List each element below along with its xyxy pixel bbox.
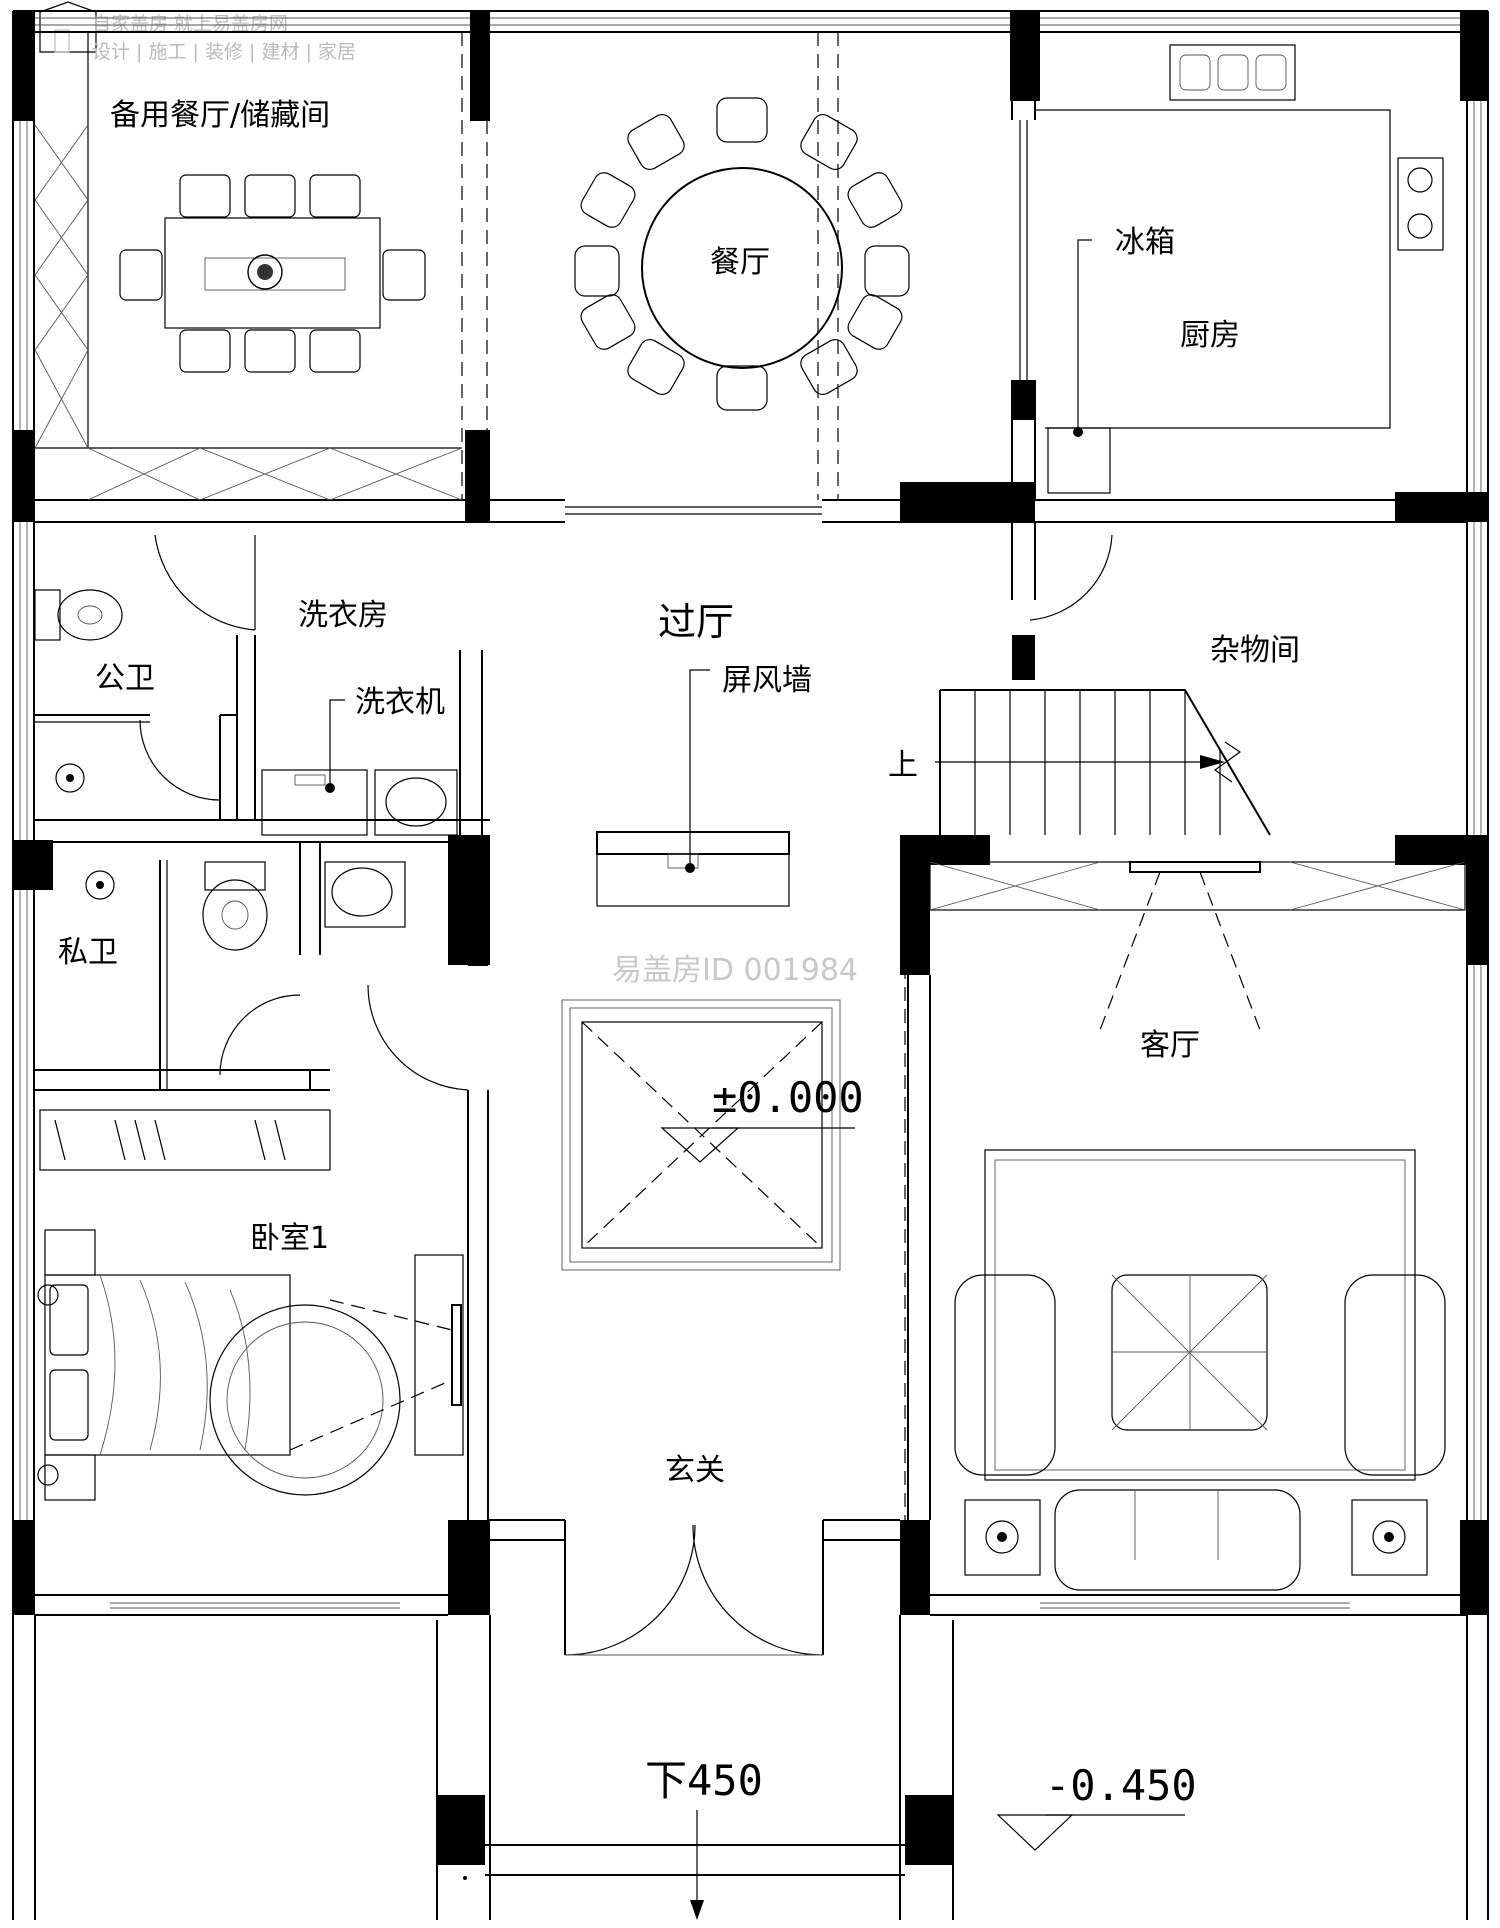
bed: [44, 1274, 291, 1456]
coffee-table: [1111, 1274, 1268, 1431]
tv-cabinet: [414, 1254, 464, 1456]
porch: 下450 -0.450: [463, 1756, 1197, 1920]
room-label-dining: 餐厅: [710, 245, 770, 280]
floor-drain-icon: [55, 763, 85, 793]
room-label-spare-dining: 备用餐厅/储藏间: [110, 98, 330, 133]
room-label-living: 客厅: [1140, 1028, 1200, 1063]
room-label-foyer: 玄关: [665, 1453, 725, 1488]
bedroom-1: 卧室1: [37, 1109, 464, 1501]
washer-label: 洗衣机: [355, 685, 445, 720]
floor-level-label: ±0.000: [712, 1073, 864, 1122]
laundry-room: 洗衣机 洗衣房: [261, 598, 458, 836]
toilet-icon: [202, 879, 268, 951]
logo-line2: 设计 | 施工 | 装修 | 建材 | 家居: [92, 41, 356, 63]
outside-level-label: -0.450: [1045, 1761, 1197, 1810]
stove-icon: [1397, 157, 1444, 251]
lamp-icon: [1372, 1520, 1406, 1554]
room-label-laundry: 洗衣房: [298, 598, 388, 633]
kitchen: 冰箱 厨房: [1035, 44, 1444, 494]
watermark: 易盖房ID 001984: [612, 953, 858, 988]
armchair-left: [954, 1274, 1056, 1476]
fridge-icon: [1047, 427, 1111, 494]
living-room: 客厅: [929, 861, 1466, 1591]
washbasin-icon: [324, 861, 406, 928]
room-label-private-wc: 私卫: [58, 935, 118, 970]
living-rug: [984, 1149, 1416, 1481]
room-label-bedroom: 卧室1: [250, 1221, 329, 1256]
lamp-icon: [985, 1520, 1019, 1554]
wardrobe: [39, 1109, 331, 1171]
hall: 过厅 屏风墙: [154, 534, 1113, 907]
screen-wall: [596, 831, 790, 855]
washing-machine-icon: [261, 769, 368, 836]
laundry-sink-icon: [374, 769, 458, 836]
flower-vase-icon: [247, 254, 283, 290]
logo-line1: 自家盖房 就上易盖房网: [92, 13, 288, 35]
round-rug: [209, 1304, 401, 1496]
fridge-label: 冰箱: [1115, 225, 1175, 260]
armchair-right: [1344, 1274, 1446, 1476]
walls: [12, 10, 1489, 1920]
room-label-kitchen: 厨房: [1180, 318, 1240, 353]
foyer: ±0.000 玄关: [561, 999, 864, 1656]
skylight-void: [581, 1021, 823, 1249]
arrow-down-icon: [690, 1900, 704, 1920]
brand-logo: 自家盖房 就上易盖房网 设计 | 施工 | 装修 | 建材 | 家居: [39, 1, 356, 63]
step-down-label: 下450: [645, 1756, 763, 1805]
stair-up-label: 上: [888, 748, 918, 783]
room-label-storage: 杂物间: [1210, 633, 1300, 668]
private-wc: 私卫: [58, 861, 469, 1091]
stair-arrow-icon: [1200, 755, 1225, 769]
spare-dining-room: 备用餐厅/储藏间: [34, 32, 463, 501]
kitchen-sink-icon: [1169, 44, 1296, 101]
public-wc: 公卫: [34, 589, 221, 801]
toilet-icon: [57, 589, 123, 641]
room-label-public-wc: 公卫: [95, 661, 155, 696]
storage-room: 上 杂物间: [888, 633, 1300, 836]
room-label-hall: 过厅: [658, 600, 734, 644]
dining-chairs: [574, 97, 910, 411]
dining-room: 餐厅: [574, 97, 910, 411]
floor-drain-icon: [85, 870, 115, 900]
screen-wall-label: 屏风墙: [722, 663, 812, 698]
sofa: [1054, 1489, 1301, 1591]
